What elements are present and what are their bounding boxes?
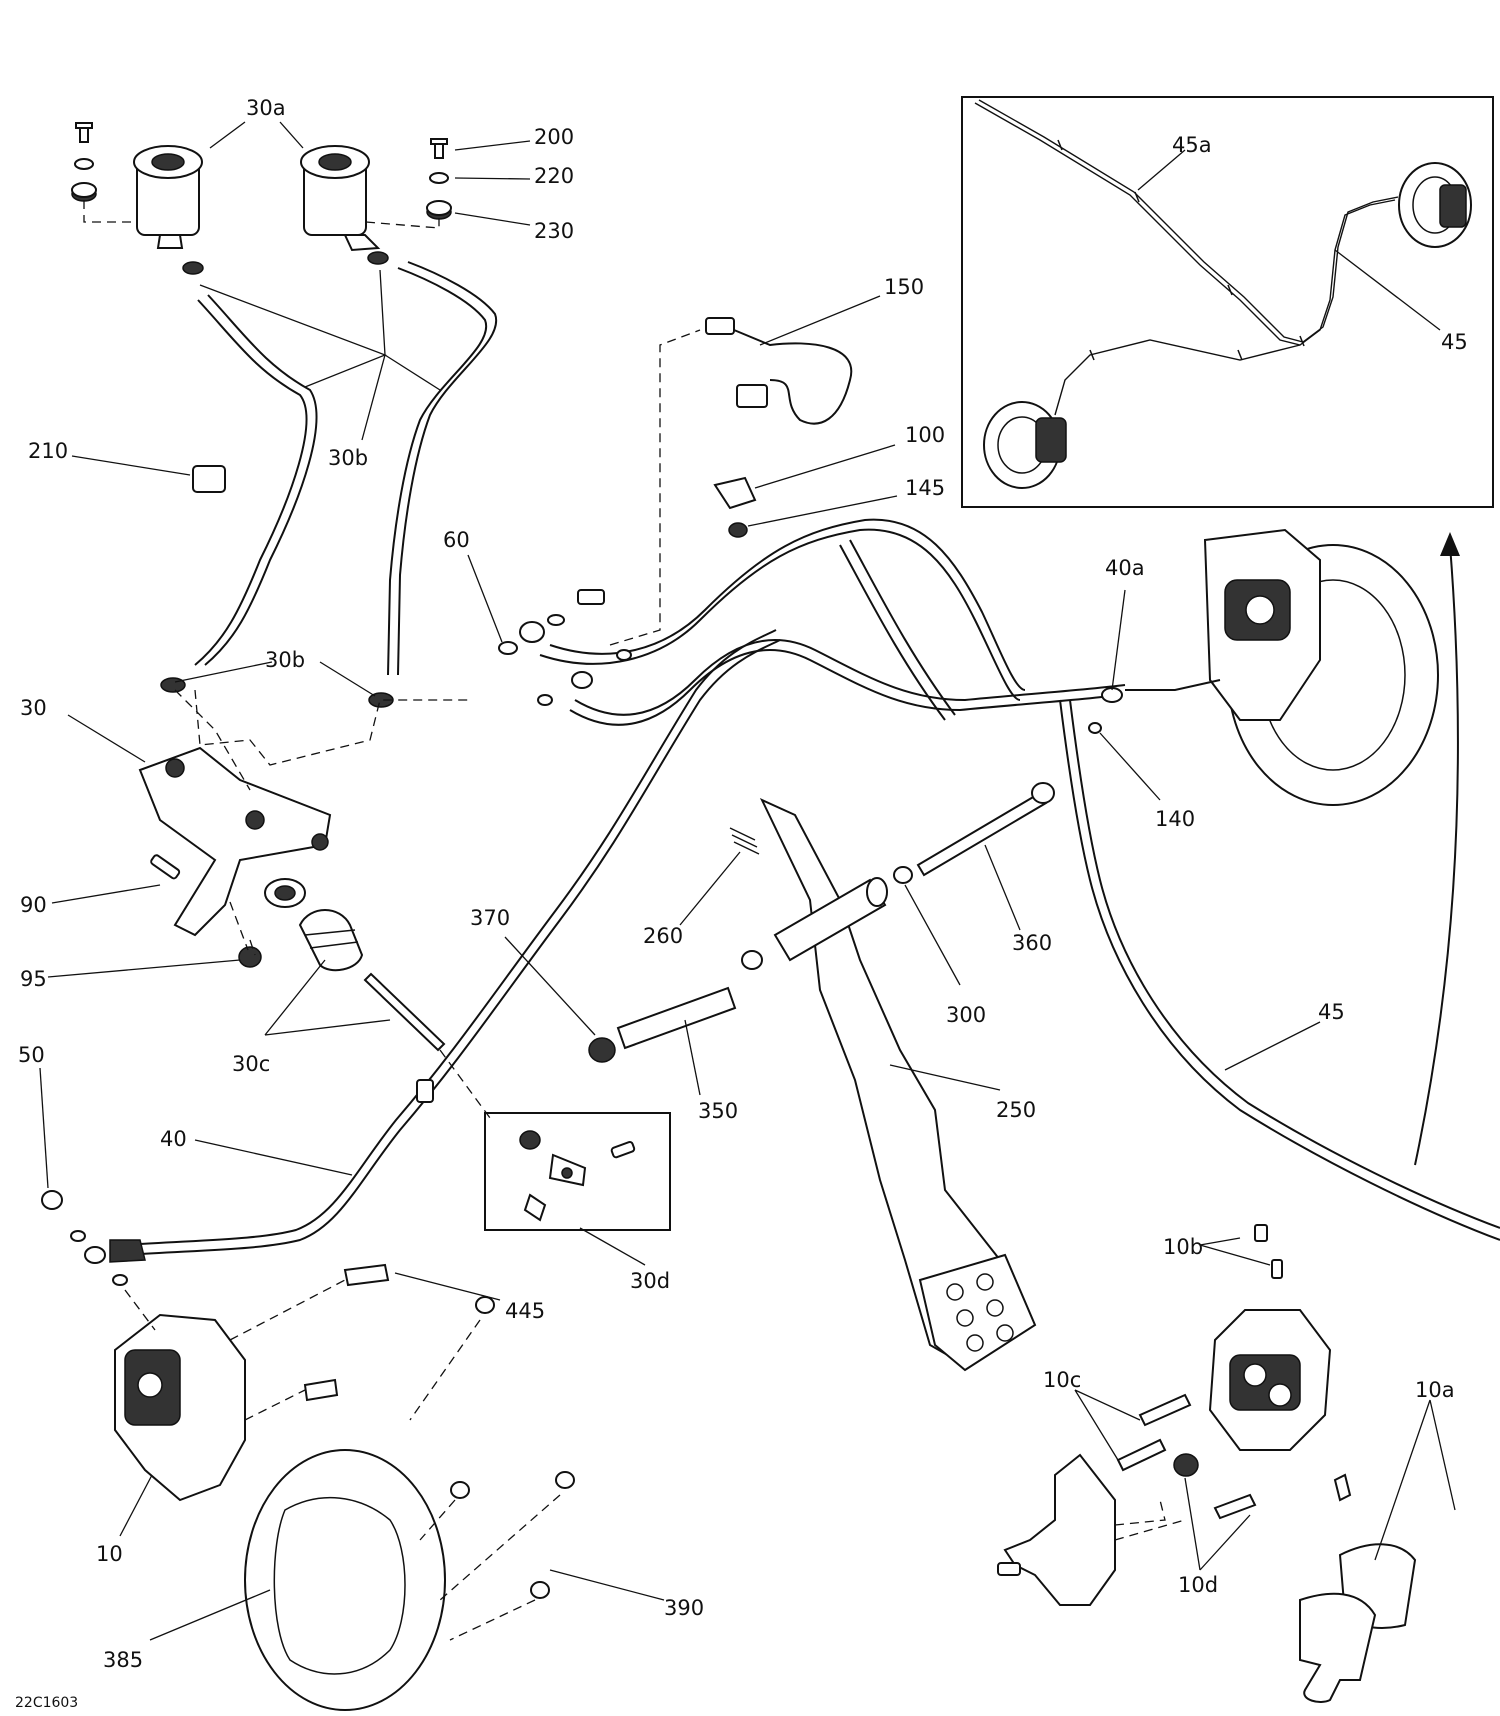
label-30: 30 xyxy=(20,696,47,720)
rear-caliper-assembly xyxy=(997,1224,1417,1703)
label-230: 230 xyxy=(534,219,574,243)
label-210: 210 xyxy=(28,439,68,463)
diagram-code: 22C1603 xyxy=(15,1695,78,1711)
label-445: 445 xyxy=(505,1299,545,1323)
label-260: 260 xyxy=(643,924,683,948)
label-350: 350 xyxy=(698,1099,738,1123)
label-10: 10 xyxy=(96,1542,123,1566)
label-45a: 45a xyxy=(1172,133,1212,157)
leader-lines xyxy=(39,121,1456,1641)
label-45-main: 45 xyxy=(1318,1000,1345,1024)
detail-box-30d xyxy=(439,1049,671,1231)
label-10d: 10d xyxy=(1178,1573,1218,1597)
reservoir-left xyxy=(133,145,203,249)
brake-hose-45 xyxy=(1059,699,1500,1241)
label-385: 385 xyxy=(103,1648,143,1672)
label-360: 360 xyxy=(1012,931,1052,955)
direction-arrow xyxy=(1414,532,1460,1166)
label-10b: 10b xyxy=(1163,1235,1203,1259)
master-cylinder xyxy=(138,689,470,1052)
label-60: 60 xyxy=(443,528,470,552)
label-45-inset: 45 xyxy=(1441,330,1468,354)
label-390: 390 xyxy=(664,1596,704,1620)
front-right-disc-caliper xyxy=(1088,528,1439,806)
front-left-disc xyxy=(244,1296,575,1711)
label-150: 150 xyxy=(884,275,924,299)
front-left-caliper xyxy=(41,1190,390,1502)
label-200: 200 xyxy=(534,125,574,149)
label-100: 100 xyxy=(905,423,945,447)
label-145: 145 xyxy=(905,476,945,500)
label-30b-upper: 30b xyxy=(328,446,368,470)
label-30c: 30c xyxy=(232,1052,270,1076)
reservoir-fasteners xyxy=(71,122,452,229)
label-95: 95 xyxy=(20,967,47,991)
label-40: 40 xyxy=(160,1127,187,1151)
reservoir-hoses xyxy=(160,251,498,708)
clip-100 xyxy=(713,476,757,510)
label-300: 300 xyxy=(946,1003,986,1027)
label-370: 370 xyxy=(470,906,510,930)
label-30d: 30d xyxy=(630,1269,670,1293)
inset-brake-line-overview xyxy=(961,96,1494,508)
callout-labels: 30a 200 220 230 45a 45 150 100 145 210 3… xyxy=(15,96,1468,1711)
fittings-60 xyxy=(498,329,701,706)
reservoir-right xyxy=(300,145,381,252)
label-10c: 10c xyxy=(1043,1368,1081,1392)
label-30b-lower: 30b xyxy=(265,648,305,672)
front-brake-hoses xyxy=(539,518,1126,726)
label-50: 50 xyxy=(18,1043,45,1067)
label-90: 90 xyxy=(20,893,47,917)
brake-pedal-assembly xyxy=(588,782,1055,1372)
label-10a: 10a xyxy=(1415,1378,1455,1402)
brake-hose-40 xyxy=(109,629,781,1263)
label-140: 140 xyxy=(1155,807,1195,831)
sensor-150 xyxy=(705,317,853,425)
label-30a: 30a xyxy=(246,96,286,120)
label-250: 250 xyxy=(996,1098,1036,1122)
rubber-part-210 xyxy=(192,465,226,493)
label-220: 220 xyxy=(534,164,574,188)
nut-145 xyxy=(728,522,748,538)
label-40a: 40a xyxy=(1105,556,1145,580)
